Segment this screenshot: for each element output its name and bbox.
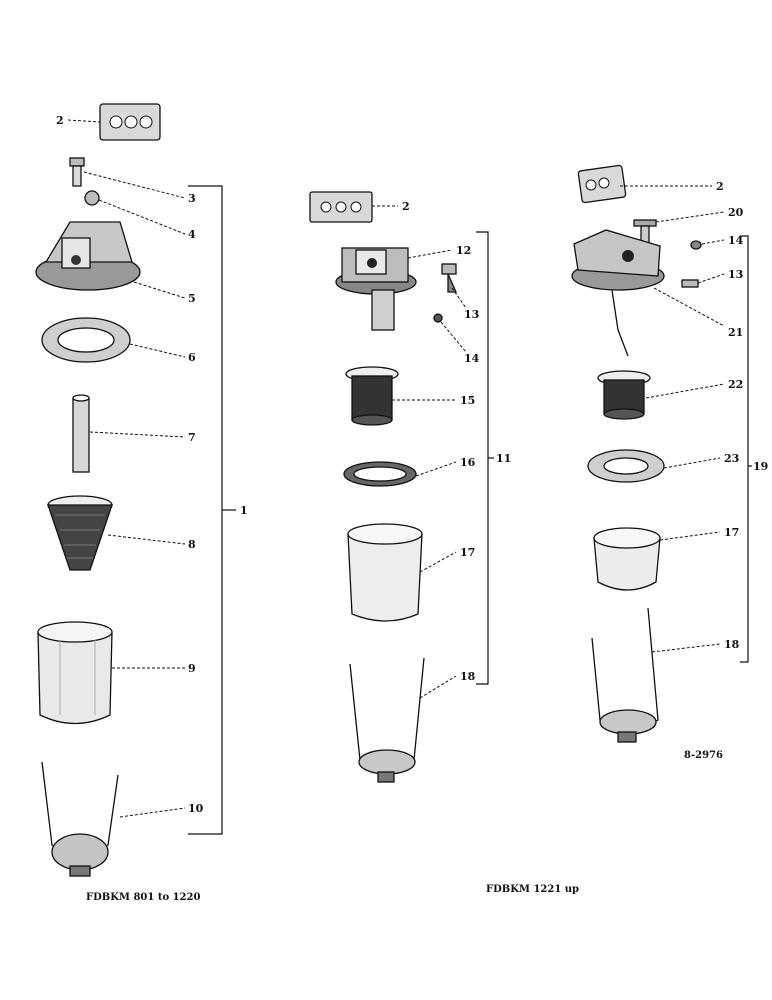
fitting-13c — [681, 279, 699, 288]
callout-c-13: 13 — [728, 268, 743, 281]
callout-c-23: 23 — [724, 452, 739, 465]
bail-18c — [591, 607, 659, 743]
tube-7a — [72, 394, 90, 473]
gasket-16b — [343, 461, 417, 487]
assembly-number-19: 19 — [753, 460, 768, 473]
callout-b-2: 2 — [402, 200, 410, 213]
callout-a-4: 4 — [188, 228, 196, 241]
callout-a-9: 9 — [188, 662, 196, 675]
callout-a-5: 5 — [188, 292, 196, 305]
fitting-13b — [441, 263, 458, 293]
caption-left: FDBKM 801 to 1220 — [86, 892, 200, 903]
group-b: 2 12 13 14 15 16 17 18 11 FDBKM 1221 up — [309, 191, 579, 895]
callout-a-2: 2 — [56, 114, 64, 127]
bracket-b — [476, 231, 489, 685]
callout-a-8: 8 — [188, 538, 196, 551]
callout-c-14: 14 — [728, 234, 744, 247]
callout-c-18: 18 — [724, 638, 740, 651]
strainer-22c — [597, 370, 651, 420]
filter-head-12b — [335, 247, 417, 331]
glass-bowl-9a — [37, 621, 113, 725]
bracket-a — [188, 185, 223, 835]
callout-a-10: 10 — [188, 802, 204, 815]
filter-head-21c — [571, 229, 665, 357]
drawing-number: 8-2976 — [684, 750, 723, 761]
bail-10a — [41, 761, 119, 877]
plate-2b — [309, 191, 373, 223]
gasket-23c — [587, 449, 665, 483]
callout-c-2: 2 — [716, 180, 724, 193]
callout-c-17: 17 — [724, 526, 739, 539]
strainer-15b — [345, 366, 399, 426]
callout-b-14: 14 — [464, 352, 480, 365]
glass-bowl-17c — [593, 527, 661, 591]
callout-c-22: 22 — [728, 378, 743, 391]
plate-2a — [99, 103, 161, 141]
callout-b-17: 17 — [460, 546, 475, 559]
group-a: 2 3 4 5 6 7 8 9 10 1 FDBKM 801 to 1220 — [35, 103, 248, 903]
callout-a-6: 6 — [188, 351, 196, 364]
cone-strainer-8a — [47, 495, 113, 571]
ball-14c — [690, 240, 702, 250]
assembly-number-11: 11 — [496, 452, 511, 465]
ball-14b — [433, 313, 443, 323]
callout-b-16: 16 — [460, 456, 476, 469]
callout-a-7: 7 — [188, 431, 196, 444]
washer-4a — [84, 190, 100, 206]
callout-b-18: 18 — [460, 670, 476, 683]
plate-2c — [577, 164, 627, 204]
callout-b-12: 12 — [456, 244, 471, 257]
filter-head-5a — [35, 221, 141, 291]
bolt-3a — [69, 157, 85, 187]
group-c: 2 20 14 13 21 22 23 17 18 19 8-2976 — [571, 164, 768, 761]
callout-c-21: 21 — [728, 326, 743, 339]
glass-bowl-17b — [347, 523, 423, 622]
callout-a-3: 3 — [188, 192, 196, 205]
bail-18b — [349, 657, 425, 783]
callout-b-15: 15 — [460, 394, 475, 407]
gasket-6a — [41, 317, 131, 363]
bracket-c — [740, 235, 749, 663]
callout-c-20: 20 — [728, 206, 744, 219]
caption-middle: FDBKM 1221 up — [486, 884, 579, 895]
callout-b-13: 13 — [464, 308, 479, 321]
assembly-number-1: 1 — [240, 504, 248, 517]
